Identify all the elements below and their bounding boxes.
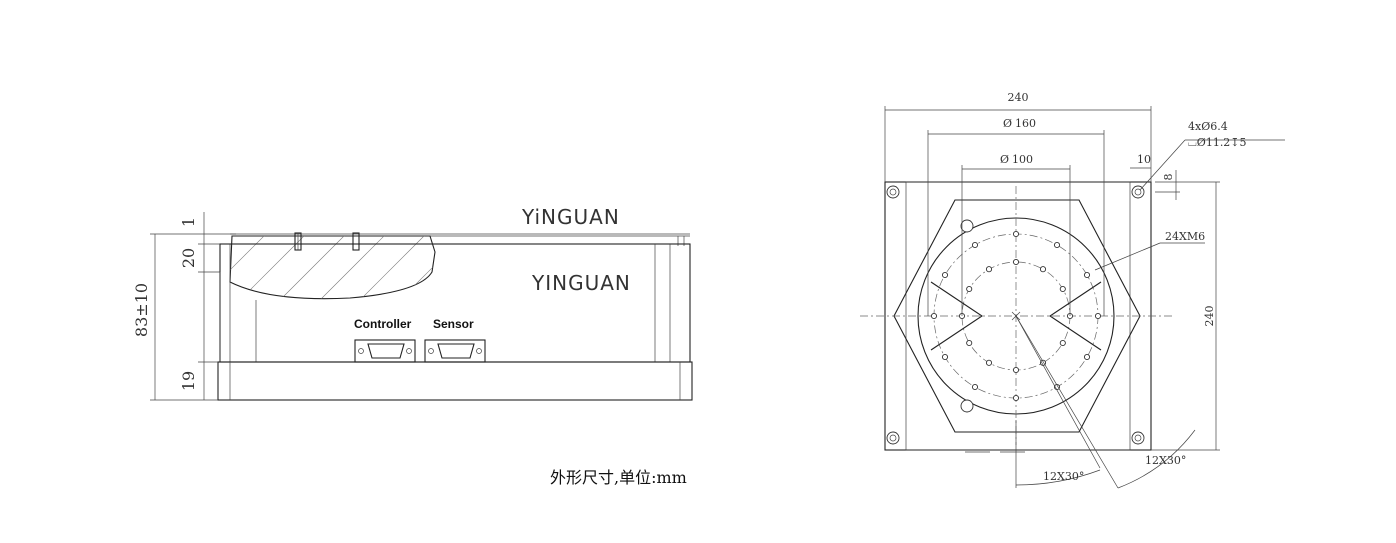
angle-callout-right: 12X30°: [1145, 454, 1186, 467]
outer-bolt-hole: [1094, 312, 1102, 320]
inner-bolt-hole: [1012, 366, 1020, 374]
outer-bolt-hole: [971, 383, 979, 391]
angle-callout-left: 12X30°: [1043, 470, 1084, 483]
hatch-pattern: [230, 236, 435, 299]
inner-bolt-hole: [966, 339, 973, 347]
dim-dia-100: 100: [1012, 153, 1033, 166]
dim-height: 240: [1203, 306, 1216, 327]
outer-bolt-hole: [1012, 230, 1020, 238]
v-cut-right: [1049, 281, 1102, 351]
dia-100-symbol: Ø: [1000, 153, 1009, 166]
inner-bolt-hole: [966, 285, 973, 293]
dim-top-plate: 20: [179, 248, 198, 268]
outer-bolt-hole: [1083, 353, 1091, 361]
outer-bolt-hole: [941, 271, 949, 279]
corner-holes: [886, 185, 1145, 445]
units-caption: 外形尺寸,单位:mm: [550, 468, 687, 487]
dia-160-symbol: Ø: [1003, 117, 1012, 130]
outer-bolt-hole: [930, 312, 938, 320]
v-cut-left: [930, 281, 983, 351]
dim-edge-y: 8: [1162, 174, 1175, 181]
hole-spec-line1: 4xØ6.4: [1188, 120, 1228, 133]
dim-base: 19: [179, 371, 198, 391]
side-view: YiNGUAN YINGUAN: [132, 205, 693, 401]
outer-bolt-hole: [971, 241, 979, 249]
inner-bolt-hole: [1059, 285, 1066, 293]
top-plate-section: [229, 235, 436, 300]
hole-spec-line2: ⌴Ø11.2↧5: [1188, 136, 1247, 149]
side-dimensions: 1 20 83±10 19: [132, 212, 236, 401]
sensor-connector: [424, 339, 486, 363]
inner-bolt-hole: [1012, 258, 1020, 266]
outer-bolt-hole: [1053, 241, 1061, 249]
inner-bolt-hole: [1039, 266, 1047, 273]
controller-label: Controller: [354, 317, 412, 331]
inner-bolt-hole: [985, 359, 993, 366]
base-plate: [217, 361, 693, 401]
dim-dia-160: 160: [1015, 117, 1036, 130]
top-view: 240 Ø 160 Ø 100 4xØ6.4 ⌴Ø11.2↧5 10 8 240…: [860, 91, 1285, 489]
controller-connector: [354, 339, 416, 363]
outer-bolt-hole: [1012, 394, 1020, 402]
brand-top-text: YiNGUAN: [521, 205, 620, 229]
inner-bolt-hole: [985, 266, 993, 273]
brand-front-text: YINGUAN: [531, 271, 631, 295]
dim-top-gap: 1: [179, 217, 198, 227]
thread-callout: 24XM6: [1165, 230, 1205, 243]
dim-total-height: 83±10: [132, 283, 151, 337]
sensor-label: Sensor: [433, 317, 474, 331]
dim-edge-x: 10: [1137, 153, 1151, 166]
outer-bolt-hole: [1083, 271, 1091, 279]
dim-width: 240: [1008, 91, 1029, 104]
inner-bolt-hole: [1059, 339, 1066, 347]
outer-bolt-hole: [941, 353, 949, 361]
